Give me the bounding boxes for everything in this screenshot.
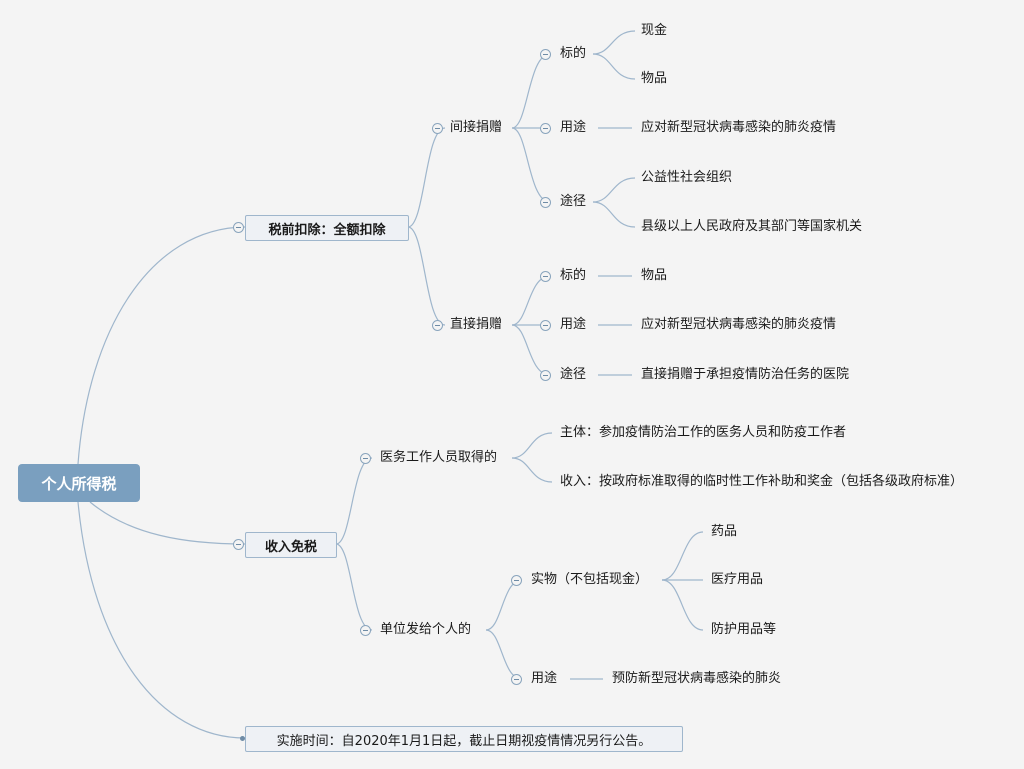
direct-use-value[interactable]: 应对新型冠状病毒感染的肺炎疫情 (641, 317, 837, 332)
indirect-node[interactable]: 间接捐赠 (450, 120, 503, 135)
collapse-icon[interactable] (540, 271, 551, 282)
indirect-use-value[interactable]: 应对新型冠状病毒感染的肺炎疫情 (641, 120, 837, 135)
employer-node[interactable]: 单位发给个人的 (380, 622, 472, 637)
indirect-route-node[interactable]: 途径 (560, 194, 587, 209)
connector-indirect-subject (511, 53, 551, 129)
connector-medical-income (511, 457, 553, 483)
indirect-subject-node[interactable]: 标的 (560, 46, 587, 61)
connector-branch2-medical (335, 457, 373, 545)
collapse-icon[interactable] (233, 539, 244, 550)
direct-subject-value[interactable]: 物品 (641, 268, 668, 283)
branch2-node[interactable]: 收入免税 (245, 532, 337, 558)
connector-goods-protection (661, 579, 704, 631)
connector-root-branch3 (77, 501, 246, 739)
connector-route-gov (592, 201, 636, 228)
employer-use-node[interactable]: 用途 (531, 671, 558, 686)
connector-subject-cash (592, 30, 636, 55)
connector-branch1-direct (407, 226, 446, 326)
direct-subject-node[interactable]: 标的 (560, 268, 587, 283)
indirect-use-node[interactable]: 用途 (560, 120, 587, 135)
indirect-route-item[interactable]: 县级以上人民政府及其部门等国家机关 (641, 219, 863, 234)
connector-root-branch1 (77, 226, 246, 465)
indirect-subject-item[interactable]: 物品 (641, 71, 668, 86)
connector-branch1-indirect (407, 127, 446, 228)
connector-route-org (592, 177, 636, 203)
indirect-subject-item[interactable]: 现金 (641, 23, 668, 38)
collapse-icon[interactable] (360, 453, 371, 464)
employer-use-value[interactable]: 预防新型冠状病毒感染的肺炎 (612, 671, 782, 686)
direct-use-node[interactable]: 用途 (560, 317, 587, 332)
collapse-icon[interactable] (432, 320, 443, 331)
medical-item[interactable]: 主体：参加疫情防治工作的医务人员和防疫工作者 (560, 425, 847, 440)
connector-root-branch2 (89, 501, 246, 545)
collapse-icon[interactable] (360, 625, 371, 636)
direct-route-value[interactable]: 直接捐赠于承担疫情防治任务的医院 (641, 367, 850, 382)
connector-employer-use (485, 629, 523, 680)
collapse-icon[interactable] (540, 197, 551, 208)
connector-goods-medicine (661, 531, 704, 581)
connector-medical-subject (511, 432, 553, 459)
direct-node[interactable]: 直接捐赠 (450, 317, 503, 332)
collapse-icon[interactable] (540, 320, 551, 331)
connector-direct-subject (511, 275, 551, 326)
collapse-icon[interactable] (511, 575, 522, 586)
connector-indirect-route (511, 127, 551, 203)
branch3-node[interactable]: 实施时间：自2020年1月1日起，截止日期视疫情情况另行公告。 (245, 726, 683, 752)
collapse-icon[interactable] (540, 123, 551, 134)
goods-item[interactable]: 医疗用品 (711, 572, 764, 587)
collapse-icon[interactable] (540, 49, 551, 60)
branch1-node[interactable]: 税前扣除：全额扣除 (245, 215, 409, 241)
collapse-icon[interactable] (511, 674, 522, 685)
goods-node[interactable]: 实物（不包括现金） (531, 572, 649, 587)
medical-item[interactable]: 收入：按政府标准取得的临时性工作补助和奖金（包括各级政府标准） (560, 474, 964, 489)
direct-route-node[interactable]: 途径 (560, 367, 587, 382)
indirect-route-item[interactable]: 公益性社会组织 (641, 170, 733, 185)
collapse-icon[interactable] (540, 370, 551, 381)
connector-branch2-employer (335, 543, 373, 631)
collapse-icon[interactable] (432, 123, 443, 134)
root-node[interactable]: 个人所得税 (18, 464, 140, 502)
connector-subject-goods (592, 53, 636, 80)
goods-item[interactable]: 防护用品等 (711, 622, 777, 637)
medical-node[interactable]: 医务工作人员取得的 (380, 450, 498, 465)
goods-item[interactable]: 药品 (711, 524, 738, 539)
collapse-icon[interactable] (233, 222, 244, 233)
bullet-dot-icon (240, 736, 245, 741)
connector-direct-route (511, 324, 551, 376)
connector-employer-goods (485, 579, 523, 631)
